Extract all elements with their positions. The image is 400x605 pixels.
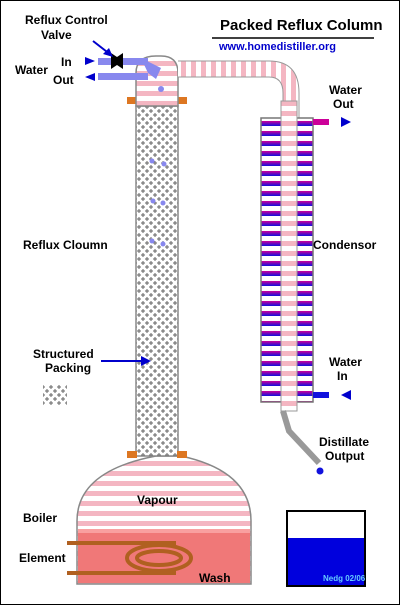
vapour-pipe-outline-top <box>178 60 300 401</box>
valve-body-icon-right <box>111 53 123 69</box>
arrow-structured-packing <box>101 356 151 366</box>
label-distillate-output-1: Distillate <box>319 435 370 449</box>
label-boiler: Boiler <box>23 511 58 525</box>
water-out-pipe <box>313 119 329 125</box>
wash-surface <box>78 529 250 533</box>
vapour-line <box>178 60 300 401</box>
valve-bend <box>141 58 161 79</box>
label-condensor: Condensor <box>313 238 377 252</box>
flange-bottom-left <box>127 451 137 458</box>
water-in-pipe <box>313 392 329 398</box>
beaker-outline <box>286 510 366 587</box>
packed-column <box>127 97 187 458</box>
label-reflux-control-valve-2: Valve <box>41 28 72 42</box>
label-condenser-water-out-1: Water <box>329 83 362 97</box>
heating-element <box>67 541 193 575</box>
label-reflux-control-valve-1: Reflux Control <box>25 13 108 27</box>
vapour-pipe <box>178 61 299 401</box>
arrow-valve-label <box>92 40 113 57</box>
beaker-liquid <box>288 538 364 585</box>
label-condenser-water-in-1: Water <box>329 355 362 369</box>
label-water-in: In <box>61 55 72 69</box>
site-url: www.homedistiller.org <box>219 41 336 53</box>
label-wash: Wash <box>199 571 231 585</box>
label-vapour: Vapour <box>137 493 178 507</box>
flange-top-left <box>127 97 137 104</box>
flange-top-right <box>177 97 187 104</box>
arrow-condenser-water-in <box>341 390 351 400</box>
label-structured-packing-1: Structured <box>33 347 94 361</box>
outlet-tube <box>280 410 322 466</box>
reflux-drop-head <box>158 86 164 92</box>
flange-bottom-right <box>177 451 187 458</box>
label-reflux-column: Reflux Cloumn <box>23 238 108 252</box>
diagram-title: Packed Reflux Column <box>220 17 383 34</box>
arrow-water-in <box>85 57 95 65</box>
column-packing <box>135 105 179 457</box>
distillate-drop <box>316 467 324 475</box>
vapour-pipe-outline-bottom <box>178 76 284 401</box>
label-structured-packing-2: Packing <box>45 361 92 375</box>
element-coil-inner <box>135 549 183 567</box>
reflux-valve <box>98 53 161 80</box>
arrow-condenser-water-out <box>341 117 351 127</box>
arrow-water-out <box>85 73 95 81</box>
label-condenser-water-in-2: In <box>337 369 348 383</box>
condenser-inner-tube <box>280 100 298 412</box>
element-coil-outer <box>125 543 193 573</box>
arrows <box>85 40 351 400</box>
packing-sample-icon <box>43 385 67 405</box>
label-element: Element <box>19 551 66 565</box>
label-condenser-water-out-2: Out <box>333 97 354 111</box>
label-water-out: Out <box>53 73 74 87</box>
receiving-beaker <box>286 510 366 587</box>
valve-water-out-pipe <box>98 73 148 80</box>
reflux-drops <box>149 158 167 247</box>
label-distillate-output-2: Output <box>325 449 365 463</box>
distillate-outlet <box>280 410 324 475</box>
label-water-side: Water <box>15 63 48 77</box>
condenser <box>260 100 329 412</box>
credit-text: Nedg 02/06 <box>323 574 366 583</box>
